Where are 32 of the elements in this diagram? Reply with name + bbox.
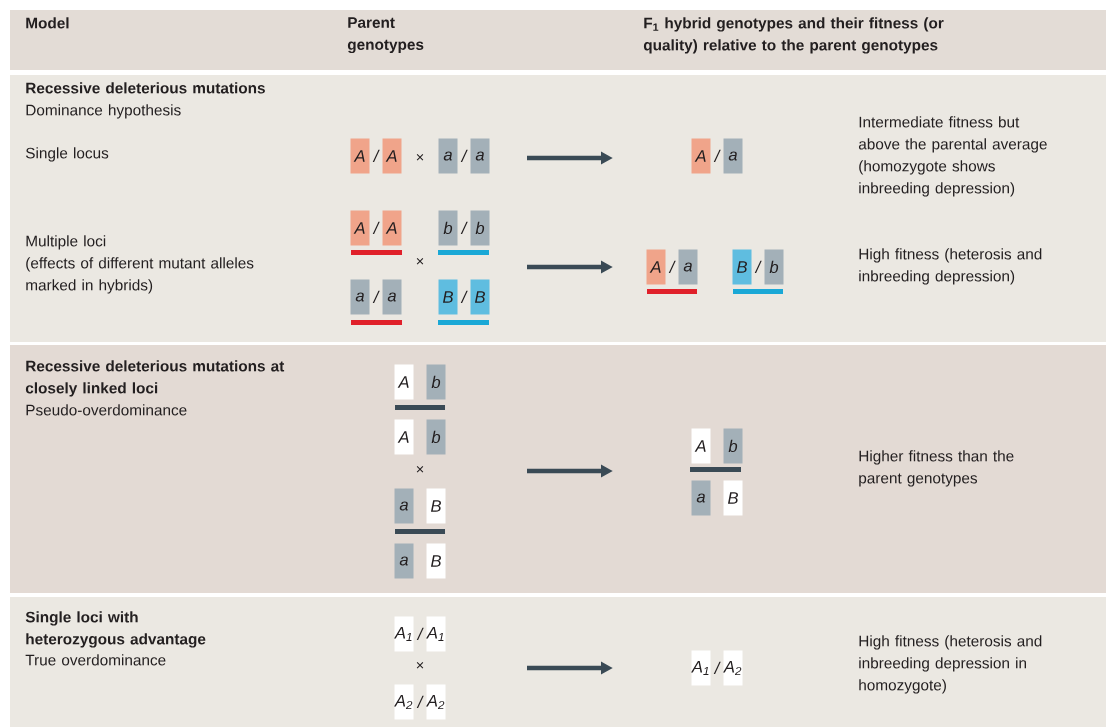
slash: / — [372, 149, 380, 163]
slash: / — [460, 221, 468, 235]
slash: / — [713, 149, 721, 163]
description-text: High fitness (heterosis and inbreeding depression in homozygote) — [859, 635, 1042, 694]
model-title: Recessive deleterious mutations at closely linked loci — [25, 360, 285, 397]
slash: / — [372, 290, 380, 304]
cross-sign: × — [416, 153, 424, 161]
slash: / — [713, 661, 721, 675]
cross-sign: × — [416, 257, 424, 265]
cross-sign: × — [416, 661, 424, 669]
slash: / — [668, 260, 676, 274]
column-heading: F$_{1}$ hybrid genotypes and their fitness (or quality) relative to the parent genotypes — [643, 17, 944, 54]
description-text: Intermediate fitness but above the parental average (homozygote shows inbreeding depression) — [858, 116, 1047, 197]
slash: / — [460, 290, 468, 304]
description-text: Single locus — [25, 147, 109, 162]
slash: / — [416, 695, 424, 709]
slash: / — [416, 627, 424, 641]
description-text: Higher fitness than the parent genotypes — [859, 450, 1014, 487]
column-heading: Model — [26, 17, 69, 29]
slash: / — [754, 260, 762, 274]
description-text: High fitness (heterosis and inbreeding depression) — [859, 248, 1042, 285]
description-text: Dominance hypothesis — [26, 104, 181, 119]
slash: / — [372, 221, 380, 235]
description-text: Multiple loci — [26, 235, 106, 250]
column-heading: Parent genotypes — [347, 17, 424, 54]
description-text: Pseudo-overdominance — [26, 404, 187, 416]
cross-sign: × — [416, 465, 424, 473]
model-title: Single loci with heterozygous advantage — [25, 611, 206, 648]
slash: / — [460, 149, 468, 163]
description-text: (effects of different mutant alleles marked in hybrids) — [26, 257, 254, 294]
description-text: True overdominance — [25, 654, 166, 666]
model-title: Recessive deleterious mutations — [26, 82, 265, 94]
